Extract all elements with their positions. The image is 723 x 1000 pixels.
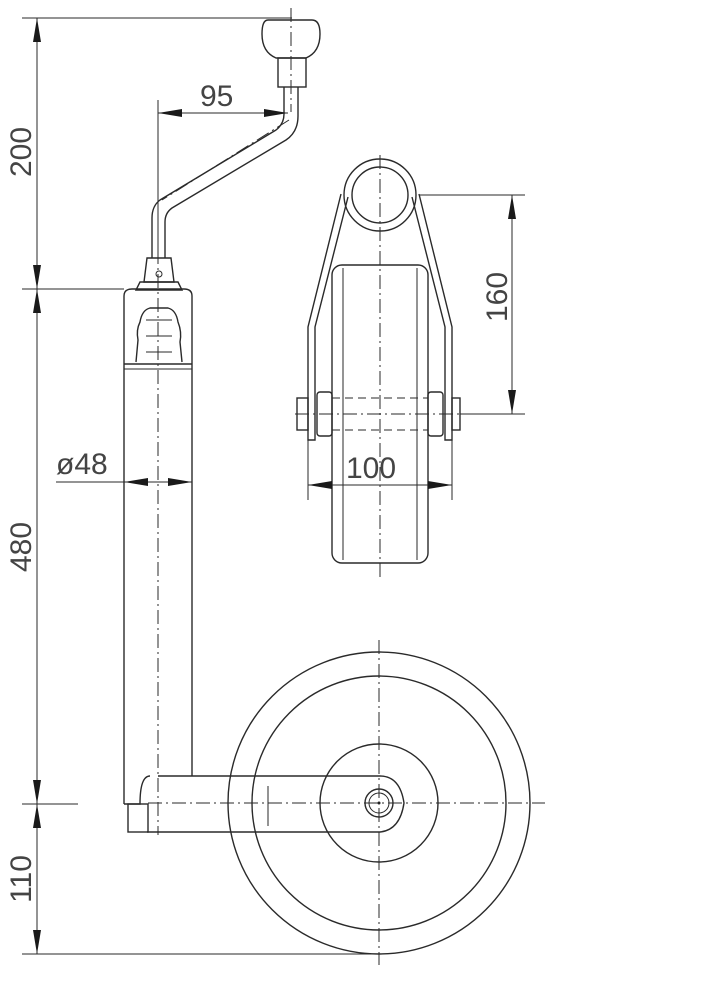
jack-tube	[123, 250, 193, 835]
wheel-front-view	[295, 155, 470, 580]
dim-label-110: 110	[5, 855, 38, 903]
dimension-lines	[22, 17, 525, 955]
dim-label-100: 100	[346, 452, 397, 485]
dim-label-480: 480	[5, 521, 38, 573]
dim-label-diameter-48: ø48	[56, 448, 108, 481]
wheel-side-view	[124, 640, 545, 965]
crank-handle	[134, 8, 321, 291]
dim-label-200: 200	[5, 126, 38, 178]
dim-label-160: 160	[481, 271, 514, 323]
dim-label-95: 95	[200, 80, 234, 113]
